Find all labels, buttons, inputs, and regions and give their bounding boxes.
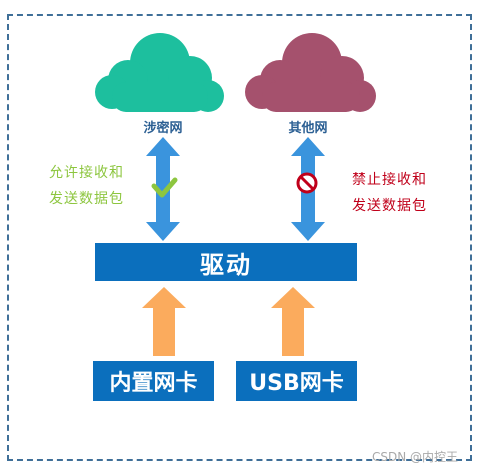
driver-box: 驱动: [95, 243, 357, 281]
cloud-icon-other-network: [245, 33, 376, 112]
watermark: CSDN @内控王: [372, 450, 459, 464]
up-arrow-builtin-nic: [142, 287, 186, 356]
builtin-nic-label: 内置网卡: [109, 371, 198, 396]
checkmark-icon: [151, 177, 178, 198]
usb-nic-label: USB网卡: [249, 371, 344, 396]
driver-label: 驱动: [200, 250, 252, 279]
usb-nic-box: USB网卡: [236, 361, 357, 401]
cloud-label-other-network: 其他网: [288, 121, 328, 136]
deny-text-line2: 发送数据包: [352, 198, 427, 214]
up-arrow-usb-nic: [271, 287, 315, 356]
cloud-label-secret-network: 涉密网: [143, 121, 183, 136]
double-arrow-left: [146, 137, 180, 241]
cloud-icon-secret-network: [95, 33, 224, 112]
deny-text-line1: 禁止接收和: [352, 172, 427, 188]
dashed-frame: [7, 14, 472, 461]
allow-text-line1: 允许接收和: [49, 165, 124, 181]
allow-text-line2: 发送数据包: [49, 191, 124, 207]
builtin-nic-box: 内置网卡: [93, 361, 214, 401]
prohibited-icon: [296, 172, 318, 194]
